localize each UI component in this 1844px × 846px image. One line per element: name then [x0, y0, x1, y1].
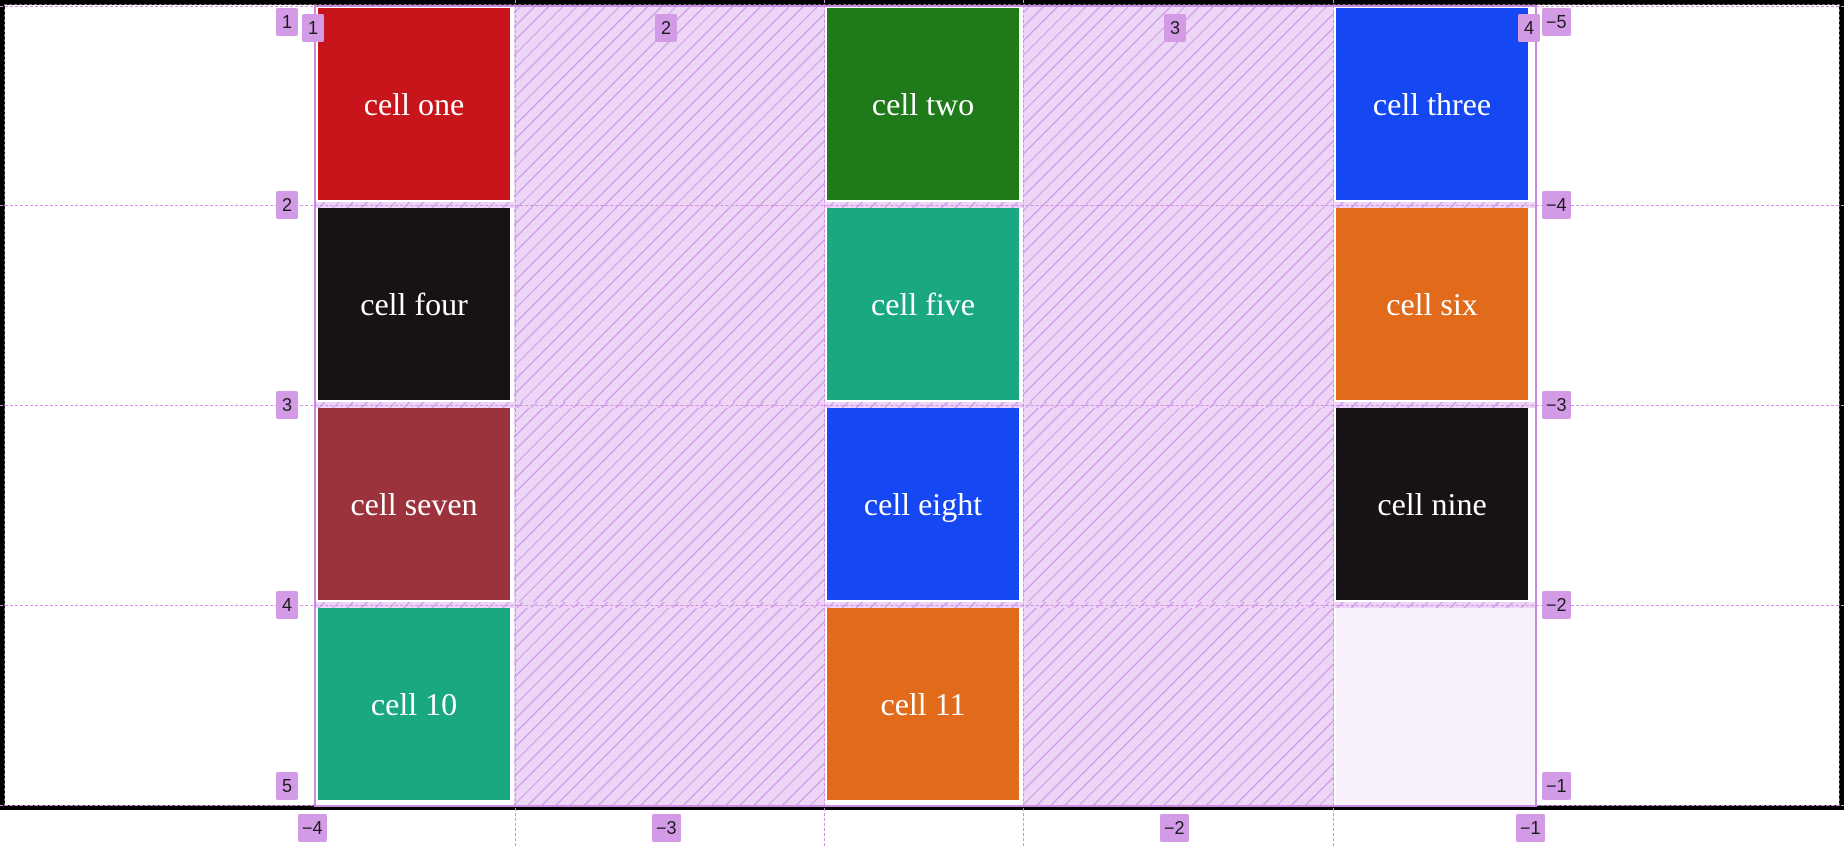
column-number-badge: 3: [1164, 14, 1186, 42]
row-number-badge-negative: −5: [1542, 8, 1571, 36]
column-number-badge-negative: −2: [1160, 814, 1189, 842]
row-number-badge: 3: [276, 391, 298, 419]
cell-label: cell eight: [863, 485, 983, 522]
row-number-badge: 1: [276, 8, 298, 36]
grid-line-col-2a: [515, 0, 516, 846]
grid-line-top: [314, 5, 1537, 7]
column-number-badge-negative: −3: [652, 814, 681, 842]
row-number-badge: 5: [276, 772, 298, 800]
grid-cell: cell nine: [1336, 408, 1528, 600]
cell-label: cell three: [1372, 85, 1492, 122]
grid-cell: cell three: [1336, 8, 1528, 200]
grid-line-bottom: [314, 805, 1537, 807]
cell-label: cell 11: [880, 685, 966, 722]
row-number-badge-negative: −3: [1542, 391, 1571, 419]
grid-cell: cell eight: [827, 408, 1019, 600]
grid-line-col-2b: [824, 0, 825, 846]
row-number-badge: 2: [276, 191, 298, 219]
column-number-badge-negative: −1: [1516, 814, 1545, 842]
grid-cell: cell 10: [318, 608, 510, 800]
row-number-badge: 4: [276, 591, 298, 619]
empty-grid-area: [1336, 608, 1536, 806]
column-number-badge: 4: [1518, 14, 1540, 42]
grid-cell: cell five: [827, 208, 1019, 400]
column-number-badge: 2: [655, 14, 677, 42]
cell-label: cell six: [1386, 285, 1478, 322]
grid-cell: cell six: [1336, 208, 1528, 400]
grid-cell: cell four: [318, 208, 510, 400]
row-number-badge-negative: −2: [1542, 591, 1571, 619]
grid-line-col-3b: [1333, 0, 1334, 846]
grid-line-row-4: [0, 605, 1844, 606]
cell-label: cell five: [871, 285, 975, 322]
grid-cell: cell one: [318, 8, 510, 200]
grid-line-col-4: [1535, 6, 1537, 806]
column-number-badge: 1: [302, 14, 324, 42]
cell-label: cell seven: [350, 485, 478, 522]
cell-label: cell four: [360, 285, 468, 322]
row-number-badge-negative: −4: [1542, 191, 1571, 219]
grid-line-col-1: [314, 6, 316, 806]
grid-cell: cell seven: [318, 408, 510, 600]
row-number-badge-negative: −1: [1542, 772, 1571, 800]
grid-line-col-3a: [1023, 0, 1024, 846]
grid-cell: cell 11: [827, 608, 1019, 800]
grid-line-row-2: [0, 205, 1844, 206]
grid-cell: cell two: [827, 8, 1019, 200]
cell-label: cell nine: [1377, 485, 1487, 522]
column-number-badge-negative: −4: [298, 814, 327, 842]
grid-line-row-3: [0, 405, 1844, 406]
cell-label: cell one: [363, 85, 465, 122]
cell-label: cell two: [871, 85, 975, 122]
cell-label: cell 10: [370, 685, 458, 722]
